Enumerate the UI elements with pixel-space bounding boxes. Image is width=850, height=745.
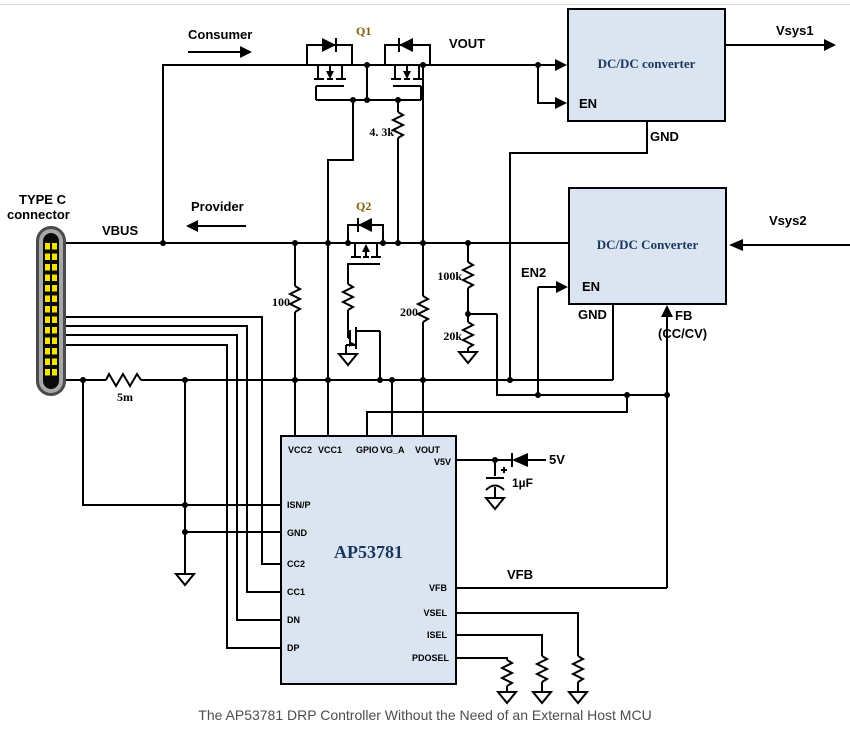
type-c-label-line1: TYPE C xyxy=(19,192,66,207)
vsys1-arrow-icon xyxy=(824,39,836,51)
type-c-connector-pins xyxy=(43,233,59,389)
q2-label: Q2 xyxy=(356,199,372,213)
pin-vcc2: VCC2 xyxy=(288,445,313,455)
type-c-connector-graphic xyxy=(36,226,66,396)
page-top-rule xyxy=(0,4,850,5)
figure-caption: The AP53781 DRP Controller Without the N… xyxy=(198,707,652,723)
q2-body-diode-icon xyxy=(358,218,372,232)
r-200-value: 200 xyxy=(400,305,418,319)
vout-en-arrow-icon xyxy=(555,59,567,71)
pin-vsel: VSEL xyxy=(423,608,447,618)
ground-icon xyxy=(530,691,554,705)
vbus-label: VBUS xyxy=(102,223,139,238)
r-100-value: 100 xyxy=(272,295,290,309)
pin-gnd: GND xyxy=(287,528,307,538)
chip-name: AP53781 xyxy=(334,542,403,562)
pin-dp: DP xyxy=(287,643,300,653)
fb-arrow-icon xyxy=(661,305,673,317)
en2-arrow-icon xyxy=(556,281,568,293)
ground-icon xyxy=(173,573,197,587)
r-100k-value: 100k xyxy=(437,269,462,283)
pin-cc2: CC2 xyxy=(287,559,306,569)
fb-mode-label: (CC/CV) xyxy=(658,326,708,341)
q1-left-body-diode-icon xyxy=(322,38,336,52)
ap53781-chip: VCC2 VCC1 GPIO VG_A VOUT V5V ISN/P GND C… xyxy=(280,435,457,685)
type-c-label-line2: connector xyxy=(7,207,70,222)
pin-column-left xyxy=(45,243,50,379)
consumer-label: Consumer xyxy=(188,27,253,42)
pin-pdosel: PDOSEL xyxy=(411,653,449,663)
dcdc2-en-pin-label: EN xyxy=(582,279,601,294)
pin-column-right xyxy=(52,243,57,379)
consumer-arrow-icon xyxy=(240,46,252,58)
ground-symbols xyxy=(173,351,590,705)
pin-isel: ISEL xyxy=(426,630,447,640)
pin-vcc1: VCC1 xyxy=(318,445,343,455)
dcdc-converter-2: DC/DC Converter EN xyxy=(568,187,727,305)
vsys1-label: Vsys1 xyxy=(776,23,814,38)
fb-label: FB xyxy=(675,308,693,323)
v5-label: 5V xyxy=(549,452,565,467)
v5-diode-icon xyxy=(512,453,528,467)
q1-label: Q1 xyxy=(356,24,372,38)
provider-label: Provider xyxy=(191,199,244,214)
provider-arrow-icon xyxy=(186,220,198,232)
en1-arrow-icon xyxy=(555,97,567,109)
ground-icon xyxy=(336,353,360,367)
vsys2-arrow-icon xyxy=(729,239,743,251)
ground-icon xyxy=(495,691,519,705)
pin-vfb: VFB xyxy=(429,583,447,593)
c1uf-value: 1µF xyxy=(512,476,533,490)
r-4k3-value: 4. 3k xyxy=(369,125,394,139)
en2-label: EN2 xyxy=(521,265,547,280)
ground-icon xyxy=(483,497,507,511)
r-20k-value: 20k xyxy=(443,329,462,343)
gnd2-label: GND xyxy=(578,307,607,322)
vout-net-label: VOUT xyxy=(449,36,486,51)
pin-cc1: CC1 xyxy=(287,587,306,597)
ground-icon xyxy=(566,691,590,705)
gnd1-label: GND xyxy=(650,129,679,144)
pin-dn: DN xyxy=(287,615,300,625)
dcdc2-title: DC/DC Converter xyxy=(596,237,699,252)
wire-segments xyxy=(65,38,850,692)
dcdc-converter-1: DC/DC converter EN xyxy=(567,8,726,122)
r-5m-value: 5m xyxy=(117,390,133,404)
pin-isnp: ISN/P xyxy=(287,500,311,510)
pin-gpio: GPIO xyxy=(356,445,379,455)
dcdc1-en-pin-label: EN xyxy=(579,96,598,111)
q1-right-body-diode-icon xyxy=(399,38,413,52)
pin-vout: VOUT xyxy=(415,445,441,455)
dcdc1-title: DC/DC converter xyxy=(597,56,696,71)
pin-v5v: V5V xyxy=(433,457,451,467)
pin-vg-a: VG_A xyxy=(380,445,405,455)
vsys2-label: Vsys2 xyxy=(769,213,807,228)
ground-icon xyxy=(456,351,480,365)
arrowheads-and-junctions xyxy=(80,38,836,535)
vfb-net-label: VFB xyxy=(507,567,533,582)
